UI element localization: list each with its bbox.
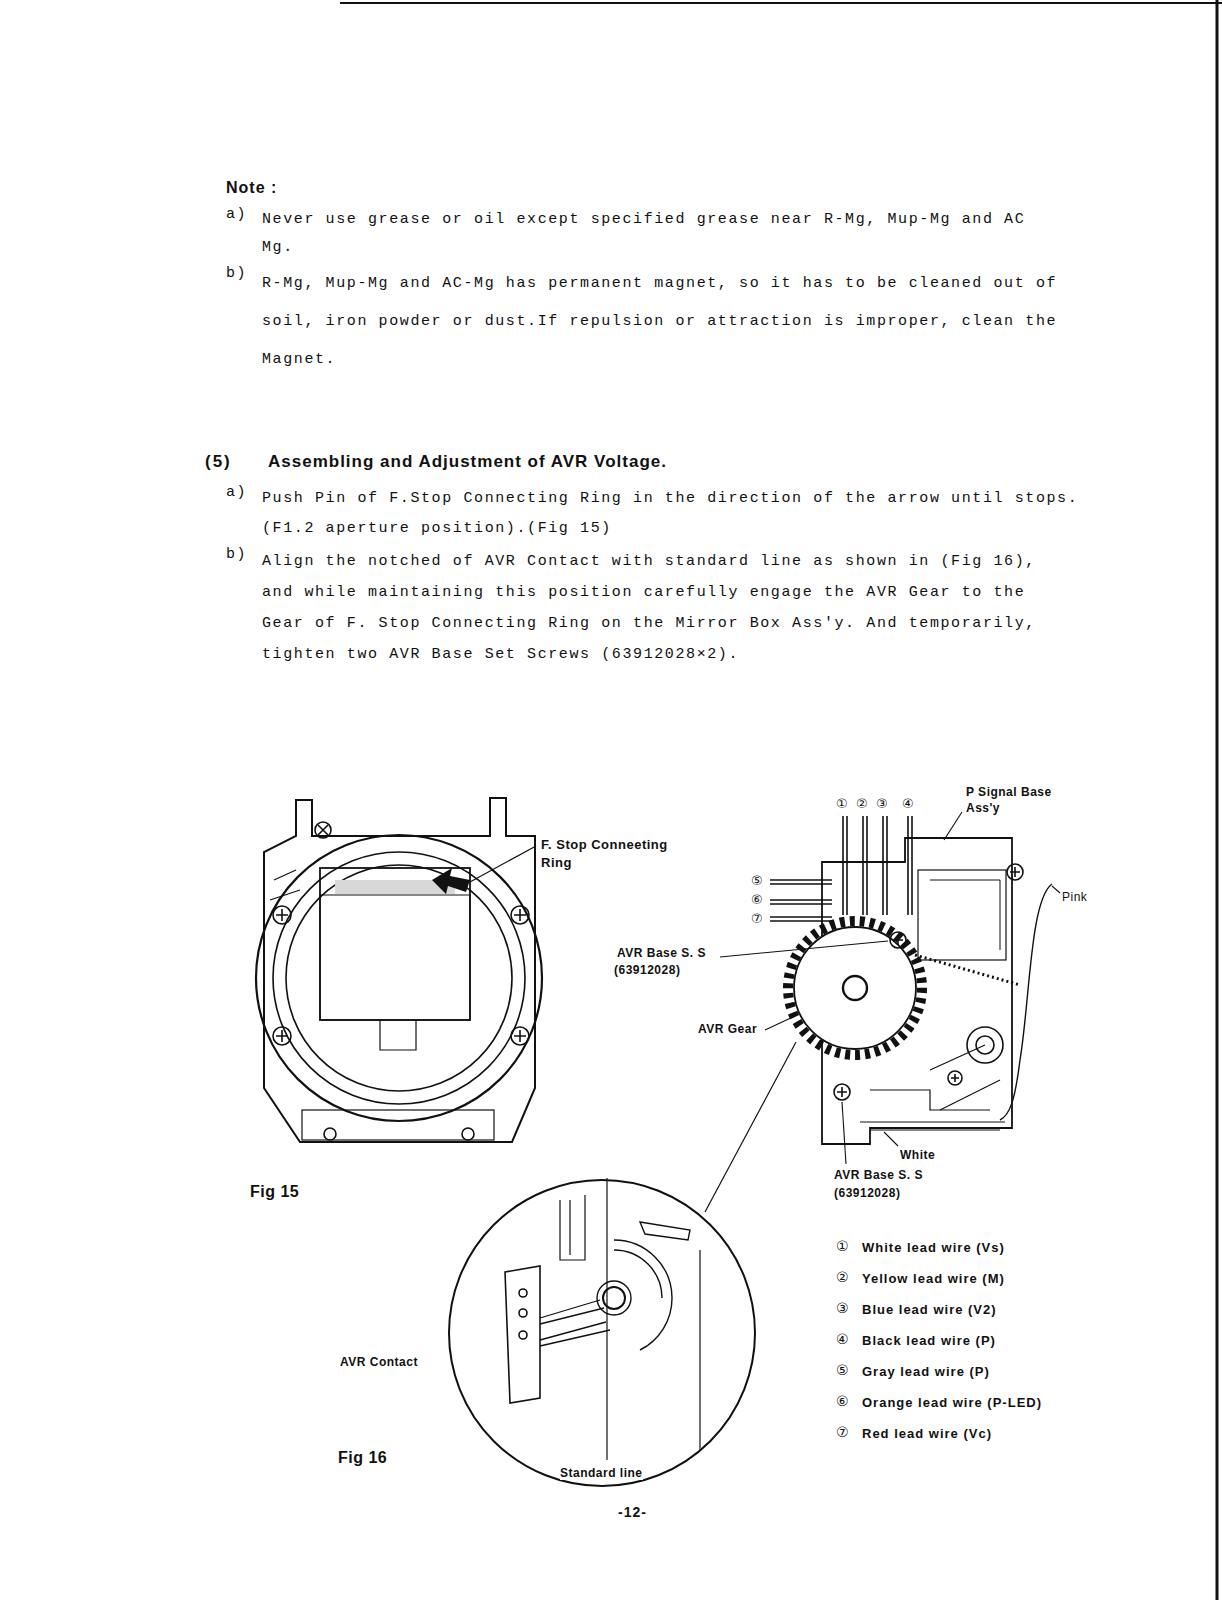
callout-number: ① [836,1238,849,1255]
wire-legend-text: White lead wire (Vs) [862,1240,1005,1256]
wire-label: White [900,1148,935,1162]
callout-number: ② [856,796,868,812]
page-rule [340,2,1222,4]
callout-number: ④ [902,796,914,812]
note-heading: Note : [226,178,277,197]
part-number: (63912028) [834,1186,900,1200]
part-number: (63912028) [614,963,680,977]
part-label: AVR Contact [340,1355,418,1369]
part-label: P Signal Base Ass'y [966,784,1061,816]
callout-number: ⑥ [836,1393,849,1410]
wire-label: Pink [1062,890,1087,904]
callout-number: ⑤ [751,873,763,889]
callout-number: ⑦ [751,911,763,927]
part-label: AVR Gear [698,1022,757,1036]
avr-base-figure [720,812,1060,1164]
callout-number: ① [836,796,848,812]
mirror-box-figure [256,798,542,1142]
callout-number: ③ [876,796,888,812]
note-text: R-Mg, Mup-Mg and AC-Mg has permanent mag… [262,265,1062,379]
step-text: Push Pin of F.Stop Connecting Ring in th… [262,484,1082,544]
page-edge [1216,0,1219,1600]
item-marker: b) [226,265,247,283]
wire-legend-text: Yellow lead wire (M) [862,1271,1005,1287]
wire-legend-text: Blue lead wire (V2) [862,1302,997,1318]
figure-label: Fig 15 [250,1182,299,1201]
part-label: AVR Base S. S [617,946,706,960]
figure-label: Fig 16 [338,1448,387,1467]
step-text: Align the notched of AVR Contact with st… [262,546,1062,670]
callout-number: ③ [836,1300,849,1317]
section-number: (5) [205,452,232,472]
wire-legend-text: Orange lead wire (P-LED) [862,1395,1042,1411]
item-marker: a) [226,206,247,224]
callout-number: ⑥ [751,892,763,908]
section-title: Assembling and Adjustment of AVR Voltage… [268,452,667,472]
item-marker: b) [226,546,247,564]
avr-contact-detail [449,1042,796,1486]
wire-legend-text: Red lead wire (Vc) [862,1426,992,1442]
item-marker: a) [226,484,247,502]
part-label: AVR Base S. S [834,1168,923,1182]
callout-number: ⑤ [836,1362,849,1379]
part-label: Standard line [560,1466,643,1480]
callout-number: ② [836,1269,849,1286]
wire-legend-text: Gray lead wire (P) [862,1364,990,1380]
callout-number: ⑦ [836,1424,849,1441]
part-label: F. Stop Conneeting Ring [541,836,691,872]
page-number: -12- [618,1504,647,1521]
callout-number: ④ [836,1331,849,1348]
note-text: Never use grease or oil except specified… [262,206,1062,262]
wire-legend-text: Black lead wire (P) [862,1333,996,1349]
